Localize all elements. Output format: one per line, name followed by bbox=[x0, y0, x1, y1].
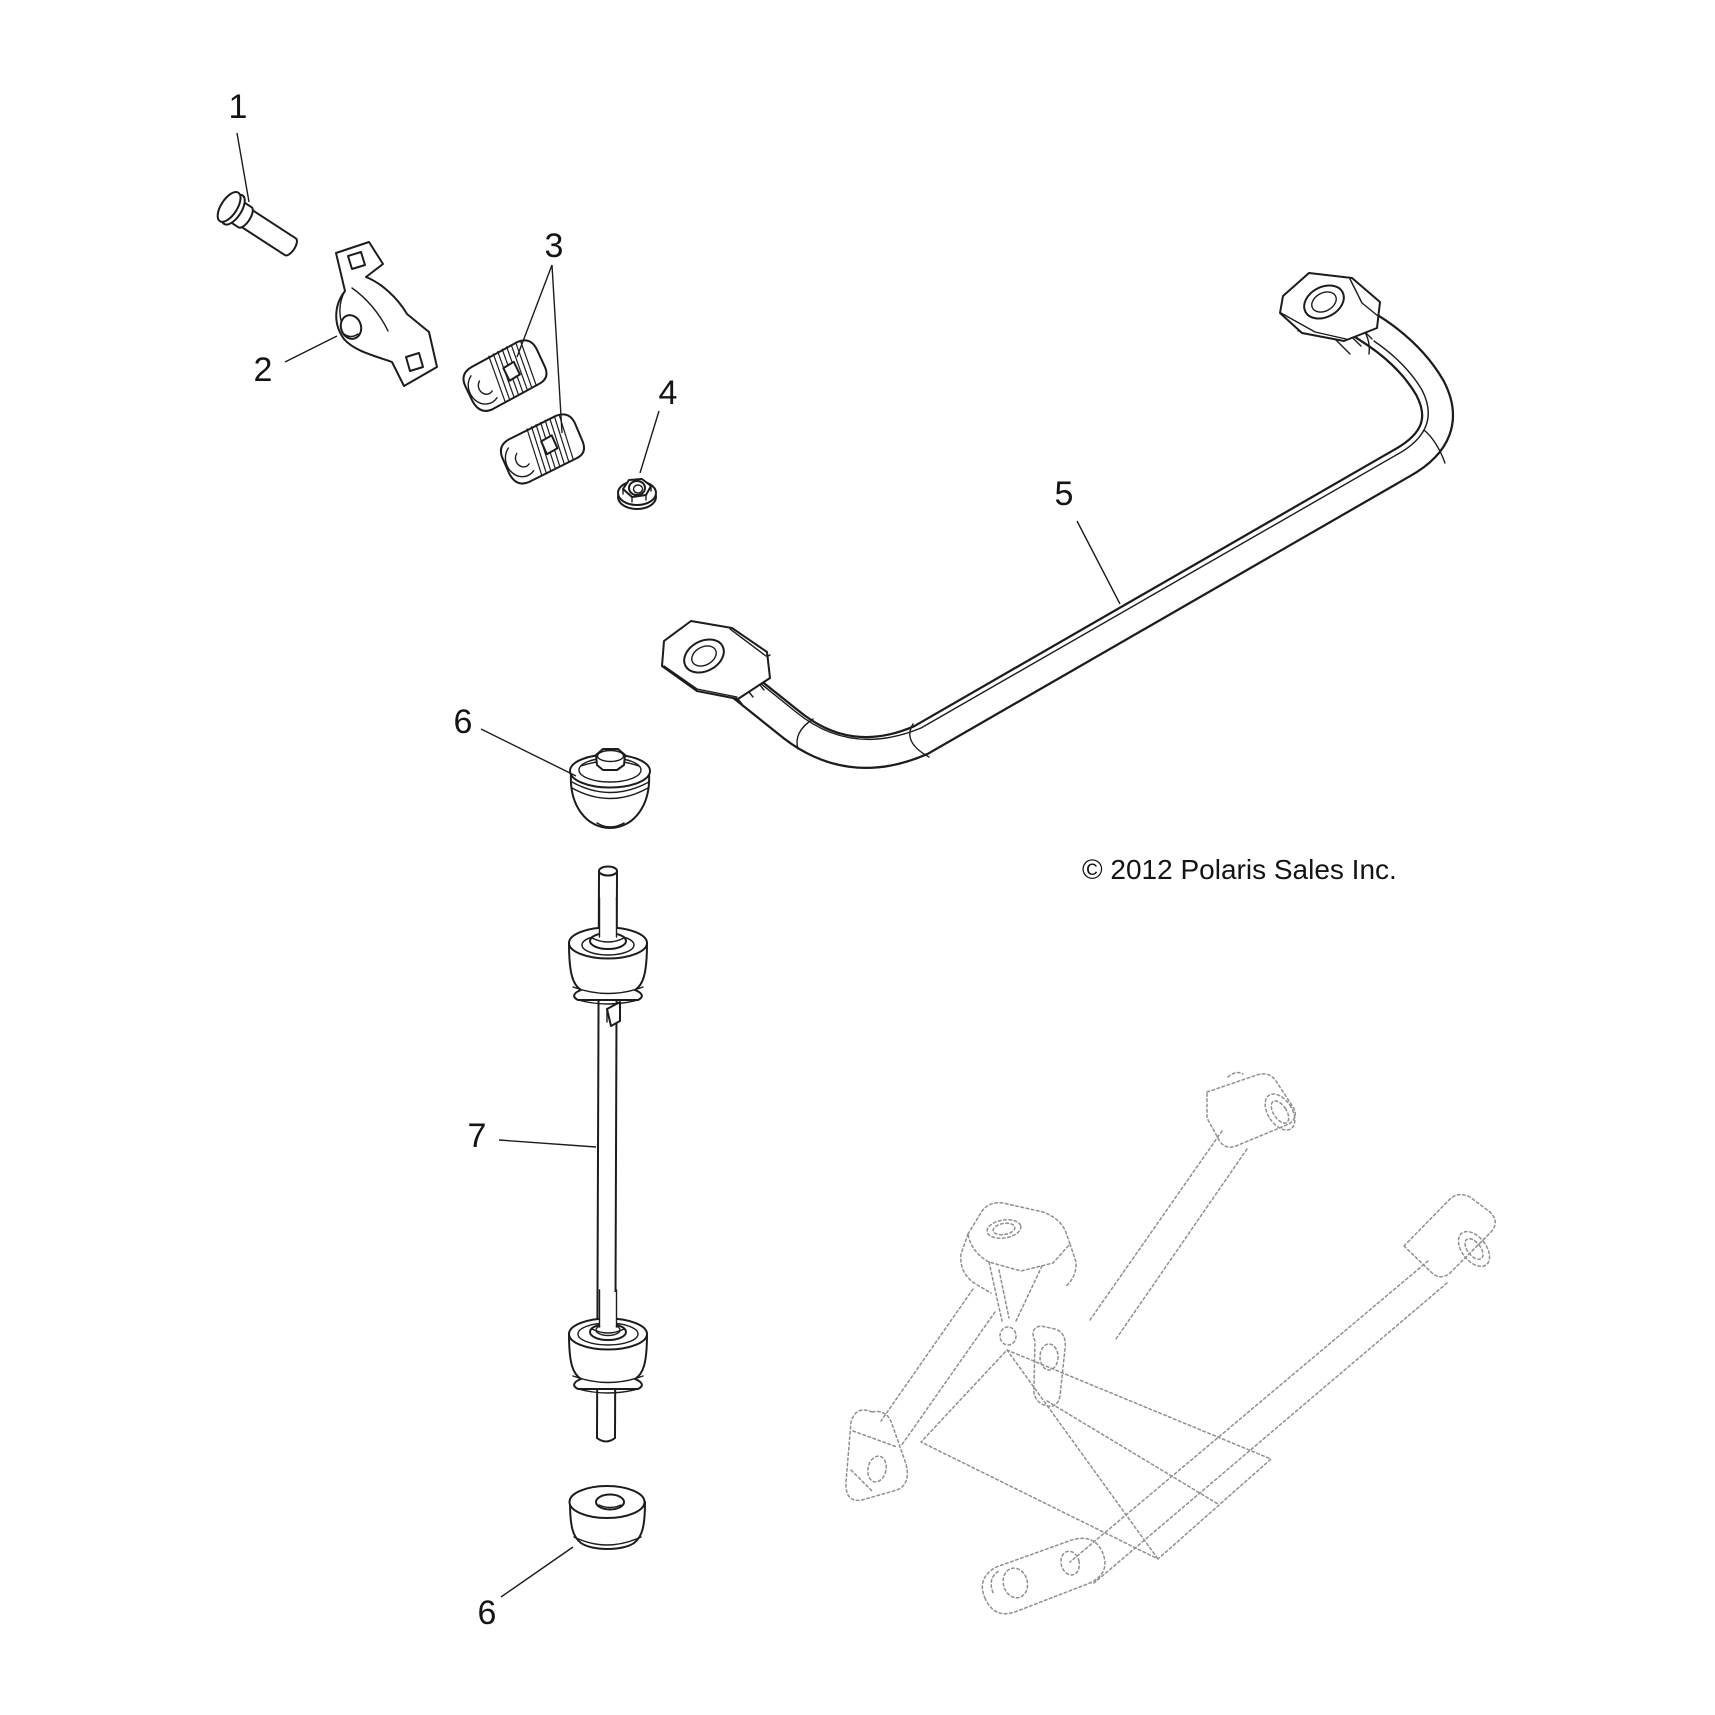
callout-2-leader bbox=[284, 335, 338, 363]
part-bushing-half-upper bbox=[462, 339, 548, 412]
callout-3: 3 bbox=[516, 227, 564, 434]
part-flange-nut bbox=[617, 478, 657, 510]
rod-top-tip bbox=[598, 865, 618, 877]
callout-3-leader bbox=[516, 264, 563, 434]
part-link-bushing-upper bbox=[569, 748, 651, 829]
callout-4: 4 bbox=[639, 374, 678, 474]
callout-4-leader bbox=[639, 410, 660, 474]
callout-6-lower: 6 bbox=[478, 1546, 574, 1632]
callout-7-label: 7 bbox=[468, 1117, 487, 1155]
callout-1-leader bbox=[236, 132, 250, 203]
callout-6-lower-label: 6 bbox=[478, 1594, 497, 1632]
bushing-hex-nub bbox=[595, 748, 626, 771]
rod-bushing-lower bbox=[568, 1289, 648, 1394]
callout-5: 5 bbox=[1055, 475, 1121, 605]
callout-5-leader bbox=[1076, 520, 1121, 605]
bracket-slot-lower bbox=[405, 352, 424, 372]
bracket-center-hole bbox=[339, 314, 363, 340]
callout-4-label: 4 bbox=[659, 374, 678, 412]
callout-3-label: 3 bbox=[545, 227, 564, 265]
bar-end-plate-left bbox=[661, 620, 771, 700]
reference-trailing-arm-assembly bbox=[845, 1071, 1496, 1615]
callout-6-lower-leader bbox=[500, 1546, 574, 1598]
bracket-slot-upper bbox=[347, 251, 366, 270]
callout-1: 1 bbox=[229, 88, 250, 203]
part-link-bushing-lower bbox=[568, 1485, 646, 1550]
rod-bushing-upper bbox=[568, 897, 648, 1005]
bolt-shaft bbox=[235, 205, 298, 257]
callout-2: 2 bbox=[254, 335, 338, 389]
bushing-center-hole bbox=[595, 1493, 625, 1511]
callout-1-label: 1 bbox=[229, 88, 248, 126]
copyright-text: © 2012 Polaris Sales Inc. bbox=[1082, 854, 1397, 885]
callout-5-label: 5 bbox=[1055, 475, 1074, 513]
callout-6-upper: 6 bbox=[454, 703, 577, 777]
part-clamp-bracket bbox=[335, 241, 438, 387]
bushing-half-slot bbox=[502, 360, 521, 382]
callout-7-leader bbox=[498, 1139, 597, 1148]
part-flange-bolt bbox=[216, 191, 298, 257]
tube-highlight-line bbox=[743, 340, 1429, 741]
part-link-rod bbox=[568, 865, 648, 1443]
bushing-half-slot bbox=[540, 434, 559, 456]
part-bushing-half-lower bbox=[499, 413, 586, 485]
callout-6-upper-leader bbox=[480, 728, 577, 777]
bar-end-plate-right bbox=[1279, 272, 1381, 342]
callout-6-upper-label: 6 bbox=[454, 703, 473, 741]
callout-2-label: 2 bbox=[254, 351, 273, 389]
bolt-flange bbox=[216, 191, 242, 223]
reference-bottom-eye-plate bbox=[981, 1537, 1106, 1615]
part-stabilizer-bar bbox=[661, 272, 1454, 769]
callout-7: 7 bbox=[468, 1117, 597, 1155]
